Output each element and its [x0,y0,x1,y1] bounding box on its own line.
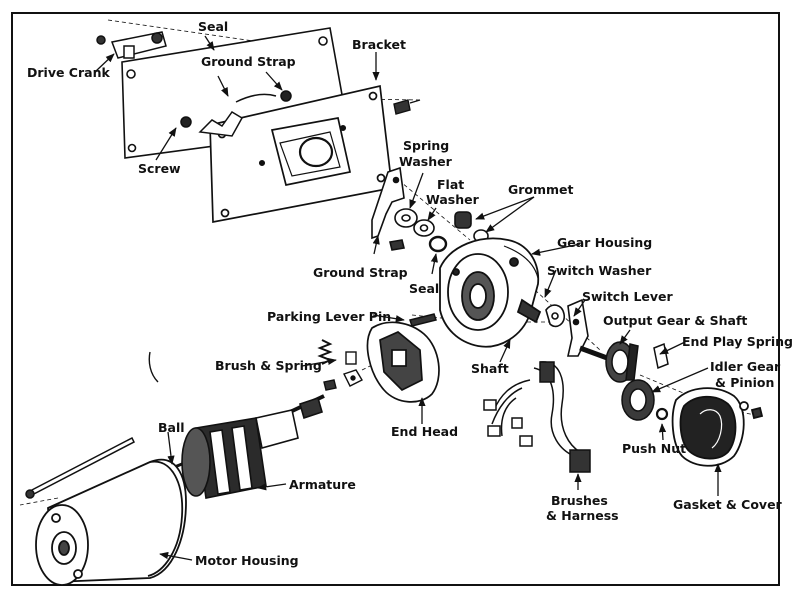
switch-washer-lever [545,298,589,357]
label-grommet: Grommet [508,182,574,197]
label-switch-lever: Switch Lever [582,289,673,304]
leader-arrows [95,35,722,561]
label-brush-spring: Brush & Spring [215,358,322,373]
label-flat-washer-2: Washer [426,192,479,207]
tie-bolt [25,436,136,499]
washers-grommet [394,208,489,253]
ground-strap-top [180,90,292,137]
stray-wire [148,351,159,383]
label-drive-crank: Drive Crank [27,65,110,80]
label-ground-strap-mid: Ground Strap [313,265,408,280]
label-parking-lever-pin: Parking Lever Pin [267,309,392,324]
label-idler-gear-2: & Pinion [715,375,775,390]
bracket-screw [393,99,421,115]
label-spring-washer-1: Spring [403,138,450,153]
label-screw: Screw [138,161,181,176]
motor-housing [35,458,187,586]
label-brushes-harness-1: Brushes [551,493,608,508]
output-gear-shaft [579,341,669,383]
ground-strap-mid [371,166,405,251]
label-seal-mid: Seal [409,281,440,296]
brush-spring [317,339,363,391]
label-bracket: Bracket [352,37,406,52]
brushes-harness [483,361,591,473]
label-gasket-cover: Gasket & Cover [673,497,782,512]
label-output-gear-shaft: Output Gear & Shaft [603,313,748,328]
label-brushes-harness-2: & Harness [546,508,619,523]
label-armature: Armature [289,477,356,492]
label-idler-gear-1: Idler Gear [710,359,781,374]
label-ball: Ball [158,420,185,435]
label-switch-washer: Switch Washer [547,263,652,278]
label-push-nut: Push Nut [622,441,687,456]
gear-housing [439,237,542,348]
label-end-head: End Head [391,424,459,439]
gasket-cover [671,387,764,467]
label-spring-washer-2: Washer [399,154,452,169]
idler-gear-pinion [621,379,669,421]
label-shaft: Shaft [471,361,509,376]
label-seal-top: Seal [198,19,229,34]
end-head [366,321,440,403]
bracket-plate [209,84,393,224]
label-gear-housing: Gear Housing [557,235,653,250]
label-end-play-spring: End Play Spring [682,334,792,349]
drive-crank [96,31,167,59]
label-ground-strap-top: Ground Strap [201,54,296,69]
label-flat-washer-1: Flat [437,177,465,192]
label-motor-housing: Motor Housing [195,553,299,568]
parking-lever-pin [409,313,437,327]
diagram-frame [11,12,780,586]
